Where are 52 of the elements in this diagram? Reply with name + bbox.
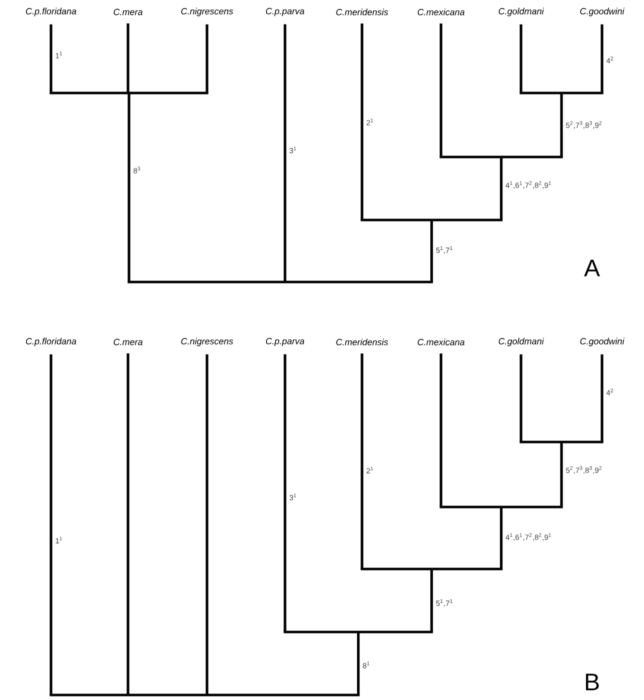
branch-line	[360, 354, 364, 569]
branch-line	[128, 93, 130, 282]
branch-line	[600, 24, 604, 93]
taxon-name: C.nigrescens	[181, 338, 234, 346]
taxon-name: C.p.floridana	[26, 338, 76, 346]
taxon-name: C.meridensis	[336, 8, 388, 16]
clade-bar	[360, 568, 503, 570]
taxon-name: C.goodwini	[580, 338, 624, 346]
taxon-name: C.goldmani	[498, 8, 544, 16]
branch-line	[500, 157, 503, 220]
taxon-name: C.mera	[114, 338, 142, 346]
branch-line	[600, 354, 604, 442]
branch-line	[430, 569, 433, 632]
panel-letter: A	[584, 260, 600, 276]
branch-line	[520, 24, 522, 93]
taxon-name: C.p.floridana	[26, 8, 76, 16]
clade-bar	[128, 280, 433, 284]
branch-line	[430, 220, 433, 282]
taxon-name: C.nigrescens	[181, 8, 234, 16]
clade-bar	[284, 630, 433, 634]
taxon-name: C.mera	[114, 8, 142, 16]
taxon-name: C.goodwini	[580, 8, 624, 16]
branch-line	[206, 24, 208, 93]
panel-letter: B	[586, 674, 599, 690]
branch-line	[126, 23, 130, 93]
branch-line	[126, 353, 130, 695]
clade-bar	[520, 92, 604, 94]
taxon-name: C.p.parva	[266, 8, 304, 16]
branch-line	[50, 354, 52, 695]
taxon-name: C.mexicana	[418, 338, 464, 346]
taxon-name: C.goldmani	[498, 338, 544, 346]
branch-line	[440, 24, 442, 157]
clade-bar	[50, 694, 360, 696]
branch-line	[520, 354, 522, 442]
clade-bar	[50, 92, 208, 94]
clade-bar	[440, 506, 563, 508]
clade-bar	[360, 218, 503, 222]
taxon-name: C.mexicana	[418, 8, 464, 16]
branch-line	[560, 93, 563, 157]
clade-bar	[520, 440, 604, 444]
branch-line	[500, 507, 503, 569]
branch-line	[360, 24, 364, 220]
branch-line	[560, 442, 563, 507]
branch-line	[50, 24, 52, 93]
branch-line	[440, 354, 442, 507]
branch-line	[357, 632, 360, 695]
branch-line	[284, 354, 286, 632]
taxon-name: C.p.parva	[266, 338, 304, 346]
clade-bar	[440, 156, 563, 158]
branch-line	[284, 24, 286, 282]
branch-line	[206, 354, 208, 695]
taxon-name: C.meridensis	[336, 338, 388, 346]
